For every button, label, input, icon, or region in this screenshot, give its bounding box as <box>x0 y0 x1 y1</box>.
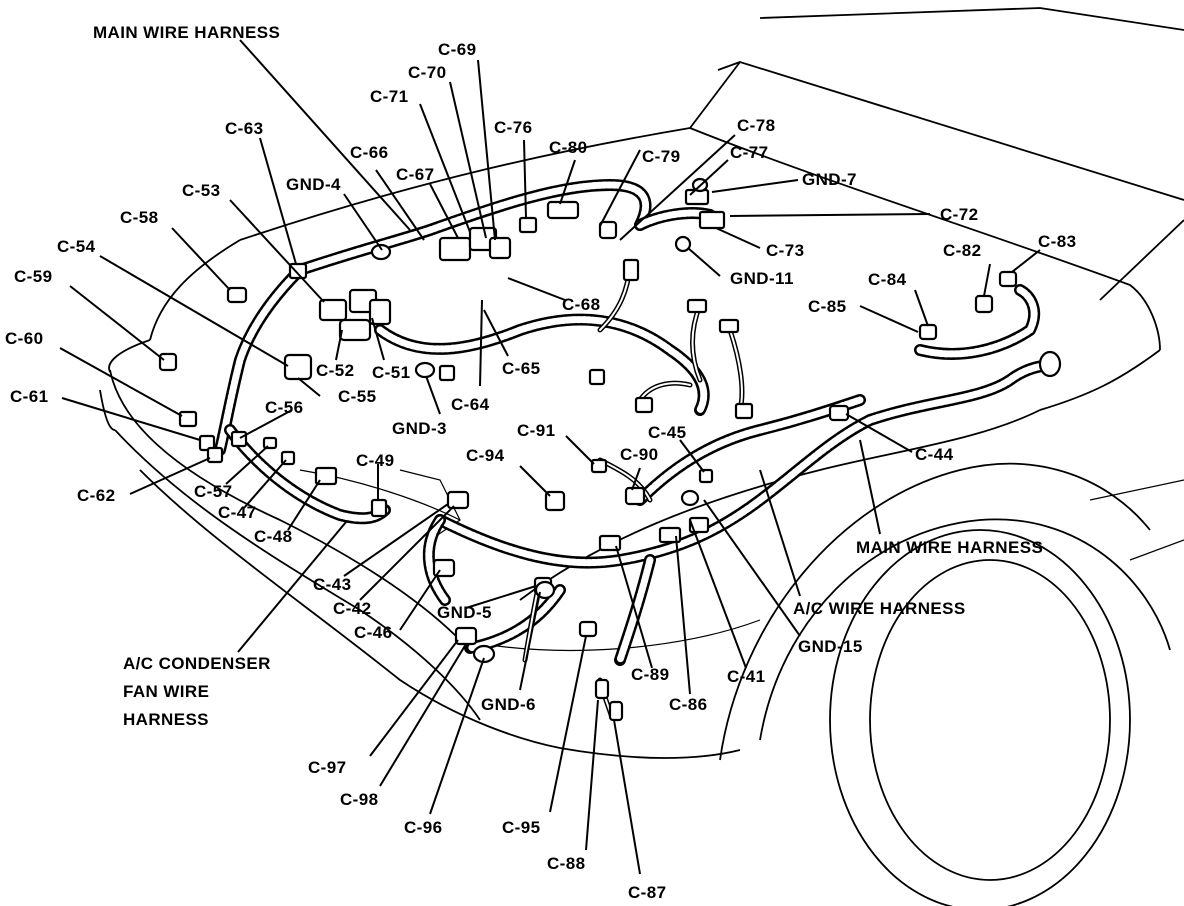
label-c65: C-65 <box>502 359 540 378</box>
label-gnd15: GND-15 <box>798 637 863 656</box>
label-c44: C-44 <box>915 445 954 464</box>
label-c68: C-68 <box>562 295 600 314</box>
label-c41: C-41 <box>727 667 765 686</box>
label-c89: C-89 <box>631 665 669 684</box>
label-c60: C-60 <box>5 329 43 348</box>
label-ac-condenser-line3: HARNESS <box>123 710 209 729</box>
label-c78: C-78 <box>737 116 775 135</box>
label-c58: C-58 <box>120 208 158 227</box>
label-c79: C-79 <box>642 147 680 166</box>
label-c83: C-83 <box>1038 232 1076 251</box>
label-c84: C-84 <box>868 270 907 289</box>
label-c72: C-72 <box>940 205 978 224</box>
label-c96: C-96 <box>404 818 442 837</box>
label-c90: C-90 <box>620 445 658 464</box>
label-gnd3: GND-3 <box>392 419 447 438</box>
label-gnd5: GND-5 <box>437 603 492 622</box>
label-c86: C-86 <box>669 695 707 714</box>
label-c52: C-52 <box>316 361 354 380</box>
label-c49: C-49 <box>356 451 394 470</box>
label-c59: C-59 <box>14 267 52 286</box>
label-c53: C-53 <box>182 181 220 200</box>
label-c71: C-71 <box>370 87 408 106</box>
label-c46: C-46 <box>354 623 392 642</box>
label-c43: C-43 <box>313 575 351 594</box>
label-c56: C-56 <box>265 398 303 417</box>
label-gnd4: GND-4 <box>286 175 341 194</box>
label-ac-condenser-line2: FAN WIRE <box>123 682 209 701</box>
label-c57: C-57 <box>194 482 232 501</box>
label-c76: C-76 <box>494 118 532 137</box>
label-c80: C-80 <box>549 138 587 157</box>
connectors <box>158 177 1062 722</box>
label-c69: C-69 <box>438 40 476 59</box>
label-c66: C-66 <box>350 143 388 162</box>
label-c85: C-85 <box>808 297 846 316</box>
label-c63: C-63 <box>225 119 263 138</box>
leader-lines <box>59 39 1041 875</box>
label-c61: C-61 <box>10 387 48 406</box>
label-c94: C-94 <box>466 446 505 465</box>
label-c91: C-91 <box>517 421 555 440</box>
label-c64: C-64 <box>451 395 490 414</box>
label-c97: C-97 <box>308 758 346 777</box>
label-main-wire-harness-top: MAIN WIRE HARNESS <box>93 23 280 42</box>
label-c55: C-55 <box>338 387 376 406</box>
label-c77: C-77 <box>730 143 768 162</box>
label-c73: C-73 <box>766 241 804 260</box>
label-c54: C-54 <box>57 237 96 256</box>
label-gnd7: GND-7 <box>802 170 857 189</box>
label-c70: C-70 <box>408 63 446 82</box>
label-c98: C-98 <box>340 790 378 809</box>
label-c45: C-45 <box>648 423 686 442</box>
label-c42: C-42 <box>333 599 371 618</box>
label-c48: C-48 <box>254 527 292 546</box>
label-main-wire-harness-right: MAIN WIRE HARNESS <box>856 538 1043 557</box>
label-c62: C-62 <box>77 486 115 505</box>
label-c47: C-47 <box>218 503 256 522</box>
label-c88: C-88 <box>547 854 585 873</box>
label-gnd6: GND-6 <box>481 695 536 714</box>
callout-labels: MAIN WIRE HARNESS C-69 C-70 C-71 C-76 C-… <box>5 23 1076 902</box>
label-c87: C-87 <box>628 883 666 902</box>
label-gnd11: GND-11 <box>730 269 794 288</box>
car-body-outline <box>99 7 1184 906</box>
label-c51: C-51 <box>372 363 410 382</box>
label-c95: C-95 <box>502 818 540 837</box>
label-ac-wire-harness: A/C WIRE HARNESS <box>793 599 966 618</box>
label-c67: C-67 <box>396 165 434 184</box>
label-c82: C-82 <box>943 241 981 260</box>
label-ac-condenser-line1: A/C CONDENSER <box>123 654 271 673</box>
